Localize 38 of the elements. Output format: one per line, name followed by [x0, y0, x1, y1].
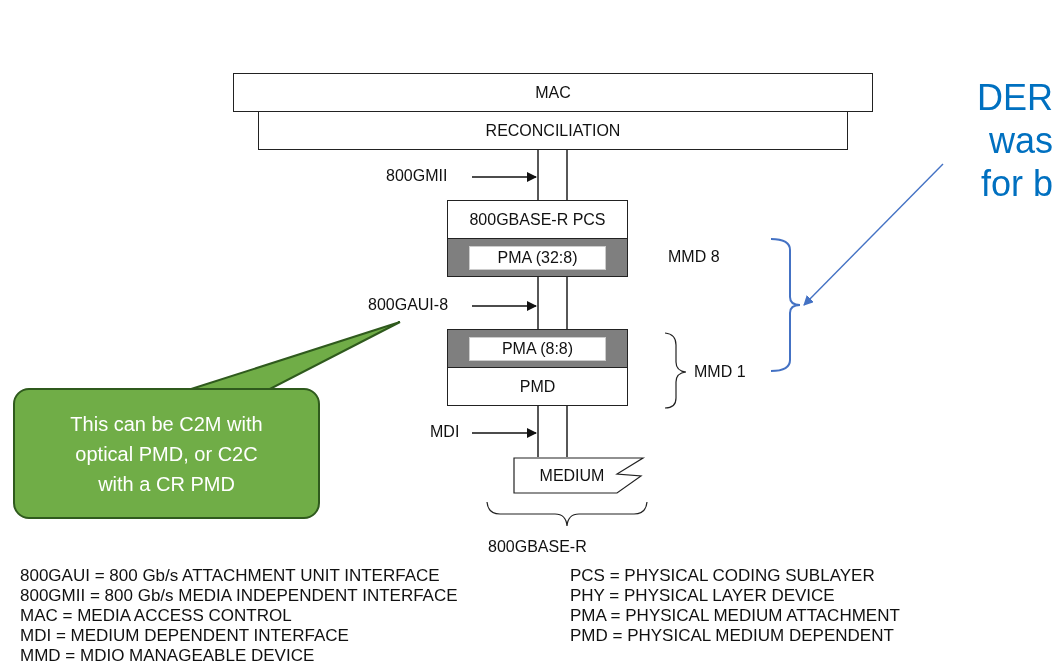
pma-band	[447, 329, 628, 368]
pointer-arrow	[471, 301, 537, 311]
pointer-arrow	[471, 172, 537, 182]
phy-label: 800GBASE-R	[488, 538, 587, 556]
device-label: MMD 8	[668, 248, 720, 266]
sublayer-label: RECONCILIATION	[485, 121, 621, 140]
layer-box	[447, 200, 628, 239]
layer-box	[258, 111, 848, 150]
sublayer-label: MEDIUM	[539, 466, 605, 485]
bracket	[770, 238, 802, 372]
layer-box	[447, 367, 628, 406]
interface-label: MDI	[430, 423, 460, 441]
pointer-arrow	[803, 163, 944, 306]
layer-box	[233, 73, 873, 112]
interface-line	[537, 149, 568, 201]
sublayer-label: PMD	[519, 377, 556, 396]
abbreviation-definition: PMD = PHYSICAL MEDIUM DEPENDENT	[570, 626, 894, 646]
abbreviation-definition: PHY = PHYSICAL LAYER DEVICE	[570, 586, 835, 606]
abbreviation-definition: 800GAUI = 800 Gb/s ATTACHMENT UNIT INTERFACE	[20, 566, 440, 586]
abbreviation-definition: PMA = PHYSICAL MEDIUM ATTACHMENT	[570, 606, 900, 626]
sublayer-label: MAC	[535, 83, 571, 102]
abbreviation-definition: MDI = MEDIUM DEPENDENT INTERFACE	[20, 626, 349, 646]
sublayer-label: 800GBASE-R PCS	[469, 210, 606, 229]
pma-band	[447, 238, 628, 277]
interface-label: 800GAUI-8	[368, 296, 449, 314]
abbreviation-definition: MAC = MEDIA ACCESS CONTROL	[20, 606, 292, 626]
interface-label: 800GMII	[386, 167, 448, 185]
abbreviation-definition: 800GMII = 800 Gb/s MEDIA INDEPENDENT INTERFACE	[20, 586, 458, 606]
annotation-text: DER was for b	[976, 76, 1053, 205]
device-label: MMD 1	[694, 363, 746, 381]
interface-line	[537, 405, 568, 458]
abbreviation-definition: MMD = MDIO MANAGEABLE DEVICE	[20, 646, 315, 666]
sublayer-label: PMA (32:8)	[469, 245, 606, 270]
abbreviation-definition: PCS = PHYSICAL CODING SUBLAYER	[570, 566, 875, 586]
sublayer-label: PMA (8:8)	[469, 336, 606, 361]
callout-text: This can be C2M with optical PMD, or C2C with a CR PMD	[69, 411, 264, 497]
pointer-arrow	[471, 428, 537, 438]
interface-line	[537, 276, 568, 330]
